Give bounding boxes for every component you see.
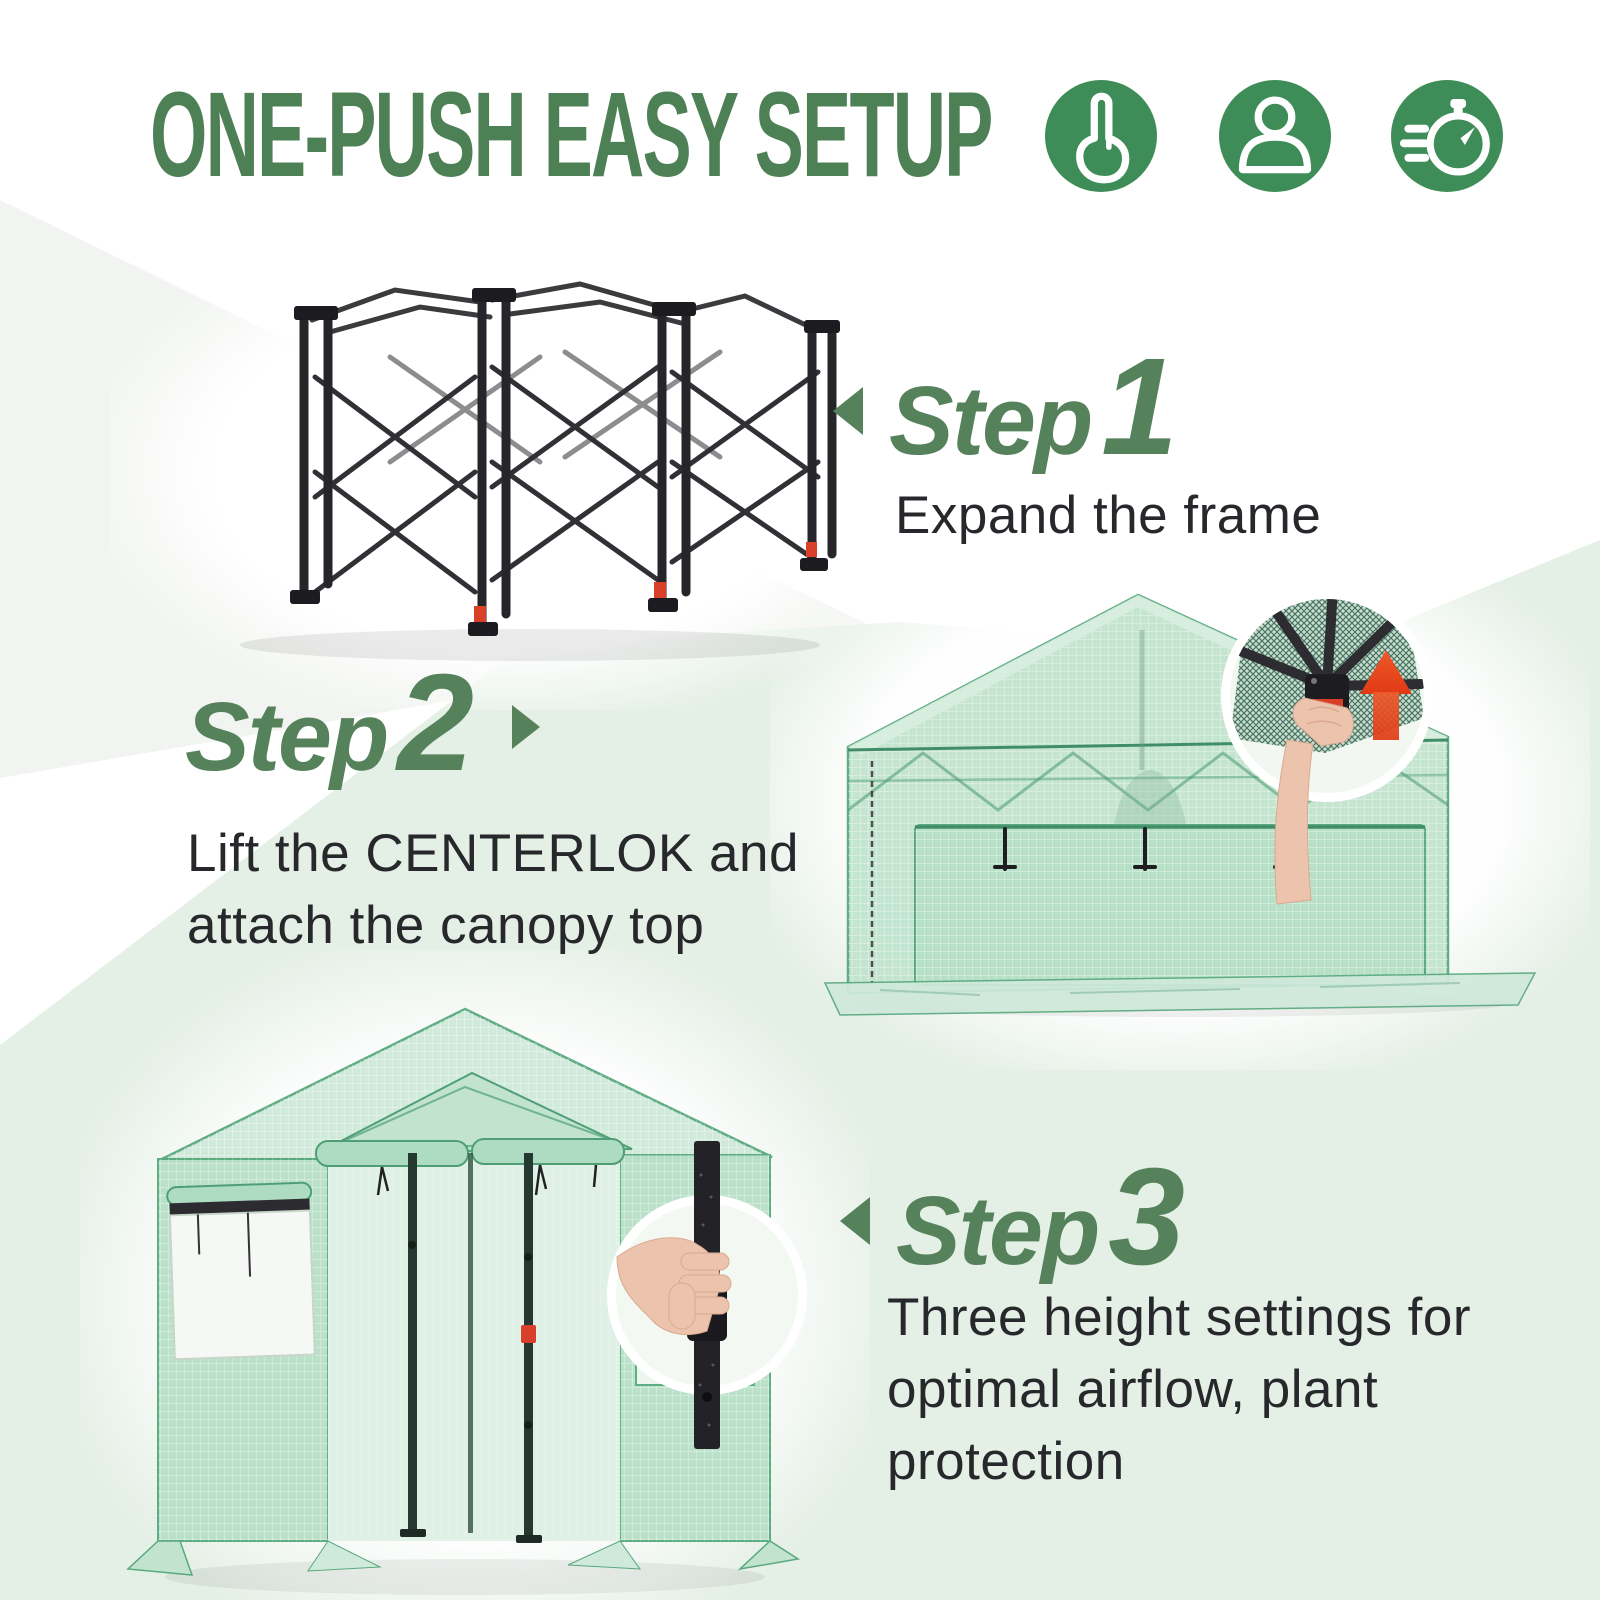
height-adjust-inset-photo bbox=[607, 1141, 807, 1449]
collapsed-frame-photo bbox=[240, 281, 840, 661]
step-2-heading: Step 2 bbox=[185, 646, 540, 800]
left-arrow-icon bbox=[833, 386, 863, 435]
centerlok-inset-photo bbox=[1221, 590, 1433, 905]
left-arrow-icon bbox=[840, 1196, 870, 1245]
step-3-description-line: optimal airflow, plant bbox=[887, 1360, 1379, 1419]
step-3-description: Three height settings for optimal airflo… bbox=[887, 1282, 1471, 1498]
right-arrow-icon bbox=[511, 704, 540, 749]
fast-setup-timer-icon bbox=[1391, 80, 1503, 192]
step-2-label: Step bbox=[185, 682, 389, 791]
step-2-description: Lift the CENTERLOK and attach the canopy… bbox=[187, 818, 799, 962]
step-1-number: 1 bbox=[1101, 330, 1178, 484]
step-3-number: 3 bbox=[1108, 1140, 1185, 1294]
step-2-description-line: attach the canopy top bbox=[187, 896, 705, 955]
step-1-heading: Step 1 bbox=[833, 330, 1178, 484]
one-push-finger-icon bbox=[1045, 80, 1157, 192]
step-1-label: Step bbox=[889, 366, 1093, 475]
step-2-description-line: Lift the CENTERLOK and bbox=[187, 824, 799, 883]
feature-icon-row bbox=[1045, 80, 1515, 196]
step-1-description-line: Expand the frame bbox=[895, 486, 1322, 545]
step-1-description: Expand the frame bbox=[895, 480, 1321, 552]
step-2-number: 2 bbox=[397, 646, 474, 800]
step-3-description-line: Three height settings for bbox=[887, 1288, 1472, 1347]
step-3-heading: Step 3 bbox=[840, 1140, 1185, 1294]
page-title: ONE-PUSH EASY SETUP bbox=[150, 66, 993, 202]
greenhouse-front-photo bbox=[126, 1007, 801, 1595]
step-3-label: Step bbox=[896, 1176, 1100, 1285]
single-person-icon bbox=[1219, 80, 1331, 192]
step-3-description-line: protection bbox=[887, 1432, 1125, 1491]
